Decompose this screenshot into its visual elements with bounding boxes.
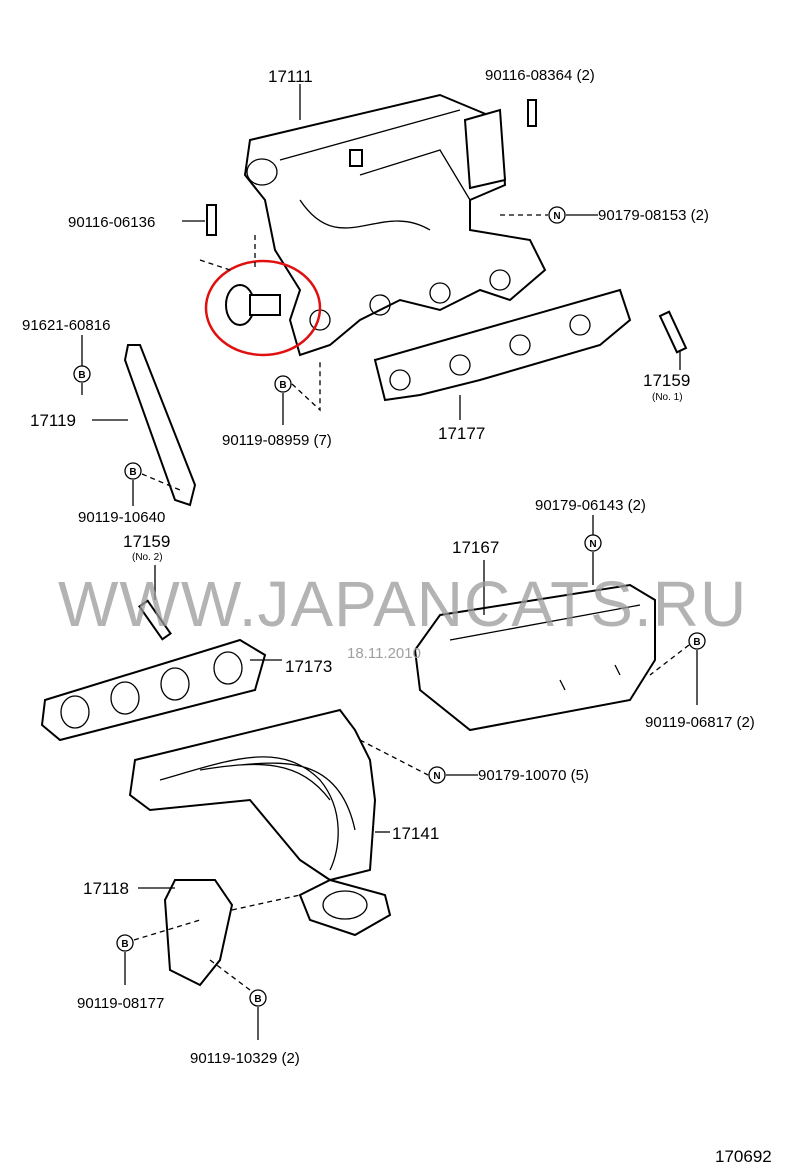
date-stamp: 18.11.2010 [347,645,421,662]
bolt-symbol: B [116,934,134,952]
svg-text:B: B [693,637,700,648]
lower-stay-drawing [163,879,234,987]
nut-symbol: N [428,766,446,784]
stay-drawing [123,344,197,507]
diagram-code: 170692 [715,1147,772,1166]
label-heat-shield: 17167 [452,538,499,557]
nut-symbol: N [584,534,602,552]
svg-text:B: B [279,380,286,391]
label-intake-manifold: 17111 [268,67,313,86]
vsv-valve-drawing [225,284,281,326]
bolt-symbol: B [249,989,267,1007]
nut-symbol: N [548,206,566,224]
bolt-symbol: B [73,365,91,383]
stud-left-drawing [206,204,217,236]
label-bolt-lower2: 90119-10329 (2) [190,1050,300,1067]
stud-no2-drawing [138,599,172,641]
label-stud-no2: 17159 [123,532,170,551]
stud-top-drawing [527,99,537,127]
label-bolt-manifold: 90119-08959 (7) [222,432,332,449]
label-lower-stay: 17118 [83,879,129,898]
label-nut-exhaust: 90179-10070 (5) [478,767,589,784]
svg-text:N: N [589,539,596,550]
label-stud-no1-note: (No. 1) [652,392,683,403]
heat-shield-drawing [413,583,656,732]
svg-text:B: B [78,370,85,381]
leader-lines [81,84,698,1040]
svg-text:N: N [433,771,440,782]
label-stud-left: 90116-06136 [68,214,155,231]
label-stud-top: 90116-08364 (2) [485,67,595,84]
label-exhaust-manifold: 17141 [392,824,439,843]
label-bolt-shield: 90119-06817 (2) [645,714,755,731]
label-stay: 17119 [30,411,76,430]
intake-gasket-drawing [373,288,632,402]
bolt-symbol: B [688,632,706,650]
bolt-symbol: B [124,462,142,480]
label-stud-no2-note: (No. 2) [132,552,163,563]
label-stud-no1: 17159 [643,371,690,390]
svg-text:B: B [254,994,261,1005]
label-bolt-stay: 91621-60816 [22,317,110,334]
svg-text:B: B [121,939,128,950]
label-bolt-stay-lower: 90119-10640 [78,509,165,526]
highlight-circle [204,259,322,357]
label-exhaust-gasket: 17173 [285,657,332,676]
exhaust-gasket-drawing [40,638,267,742]
intake-manifold-drawing [243,93,547,357]
svg-text:B: B [129,467,136,478]
bolt-symbol: B [274,375,292,393]
label-bolt-lower1: 90119-08177 [77,995,164,1012]
watermark: WWW.JAPANCATS.RU [58,568,747,640]
svg-text:N: N [553,211,560,222]
label-nut-shield: 90179-06143 (2) [535,497,646,514]
label-nut-top: 90179-08153 (2) [598,207,709,224]
label-intake-gasket: 17177 [438,424,485,443]
stud-no1-drawing [658,310,688,354]
exhaust-manifold-drawing [128,708,392,937]
